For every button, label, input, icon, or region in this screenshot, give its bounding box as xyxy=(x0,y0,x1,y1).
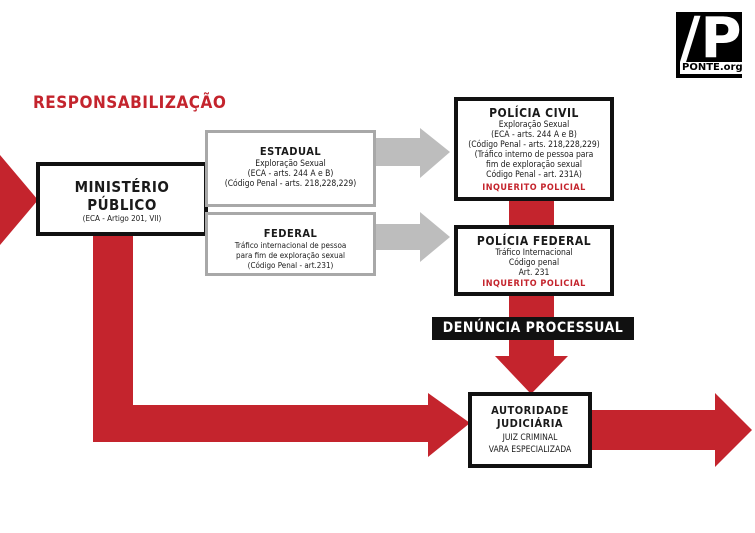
red-arrowhead-down xyxy=(495,356,568,394)
policia-federal-box: POLÍCIA FEDERAL Tráfico Internacional Có… xyxy=(454,225,614,296)
policia-federal-line-3: Art. 231 xyxy=(518,268,550,278)
autoridade-title-1: AUTORIDADE xyxy=(491,404,569,417)
denuncia-processual-label: DENÚNCIA PROCESSUAL xyxy=(432,317,634,340)
autoridade-line-1: JUIZ CRIMINAL xyxy=(502,433,558,443)
ministerio-title-2: PÚBLICO xyxy=(87,196,157,214)
red-connector-civil-federal xyxy=(509,200,554,228)
federal-box: FEDERAL Tráfico internacional de pessoa … xyxy=(205,212,376,276)
ministerio-title-1: MINISTÉRIO xyxy=(74,178,170,196)
autoridade-line-2: VARA ESPECIALIZADA xyxy=(488,445,572,455)
autoridade-judiciaria-box: AUTORIDADE JUDICIÁRIA JUIZ CRIMINAL VARA… xyxy=(468,392,592,468)
policia-civil-line-2: (ECA - arts. 244 A e B) xyxy=(491,130,577,140)
policia-civil-line-1: Exploração Sexual xyxy=(498,120,570,130)
autoridade-title-2: JUDICIÁRIA xyxy=(496,417,564,430)
red-arrowhead-to-autoridade xyxy=(428,393,470,457)
red-arrow-right-shaft xyxy=(93,405,433,442)
logo-site: PONTE.org xyxy=(680,62,745,74)
policia-federal-line-1: Tráfico Internacional xyxy=(495,248,573,258)
grey-arrow-estadual-shaft xyxy=(376,138,422,166)
policia-federal-title: POLÍCIA FEDERAL xyxy=(476,234,592,248)
federal-line-1: Tráfico internacional de pessoa xyxy=(234,241,347,250)
estadual-line-2: (ECA - arts. 244 A e B) xyxy=(247,169,334,179)
grey-arrowhead-federal xyxy=(420,212,450,262)
policia-civil-title: POLÍCIA CIVIL xyxy=(489,106,579,120)
red-arrow-exit-shaft xyxy=(590,410,720,450)
policia-civil-line-5: fim de exploração sexual xyxy=(486,160,582,170)
policia-federal-inquerito: INQUERITO POLICIAL xyxy=(482,279,586,289)
policia-civil-line-6: Código Penal - art. 231A) xyxy=(486,170,582,180)
estadual-box: ESTADUAL Exploração Sexual (ECA - arts. … xyxy=(205,130,376,207)
federal-line-2: para fim de exploração sexual xyxy=(236,251,345,260)
logo-mark: /P xyxy=(680,6,742,71)
policia-civil-inquerito: INQUERITO POLICIAL xyxy=(482,183,586,193)
policia-civil-line-4: (Tráfico interno de pessoa para xyxy=(474,150,594,160)
federal-title: FEDERAL xyxy=(263,227,318,240)
estadual-line-3: (Código Penal - arts. 218,228,229) xyxy=(224,179,357,189)
diagram-heading: RESPONSABILIZAÇÃO xyxy=(33,93,227,113)
policia-civil-line-3: (Código Penal - arts. 218,228,229) xyxy=(468,140,600,150)
red-arrow-denuncia-shaft xyxy=(509,340,554,358)
entry-red-arrowhead xyxy=(0,155,38,245)
federal-line-3: (Código Penal - art.231) xyxy=(247,261,334,270)
ministerio-publico-box: MINISTÉRIO PÚBLICO (ECA - Artigo 201, VI… xyxy=(36,162,208,236)
red-connector-federal-denuncia xyxy=(509,294,554,319)
estadual-title: ESTADUAL xyxy=(259,145,322,158)
red-arrowhead-exit xyxy=(715,393,752,467)
ministerio-sub: (ECA - Artigo 201, VII) xyxy=(82,214,162,223)
policia-civil-box: POLÍCIA CIVIL Exploração Sexual (ECA - a… xyxy=(454,97,614,201)
policia-federal-line-2: Código penal xyxy=(508,258,560,268)
estadual-line-1: Exploração Sexual xyxy=(255,159,326,169)
grey-arrowhead-estadual xyxy=(420,128,450,178)
ponte-logo: /P PONTE.org xyxy=(676,8,745,78)
grey-arrow-federal-shaft xyxy=(376,224,422,250)
